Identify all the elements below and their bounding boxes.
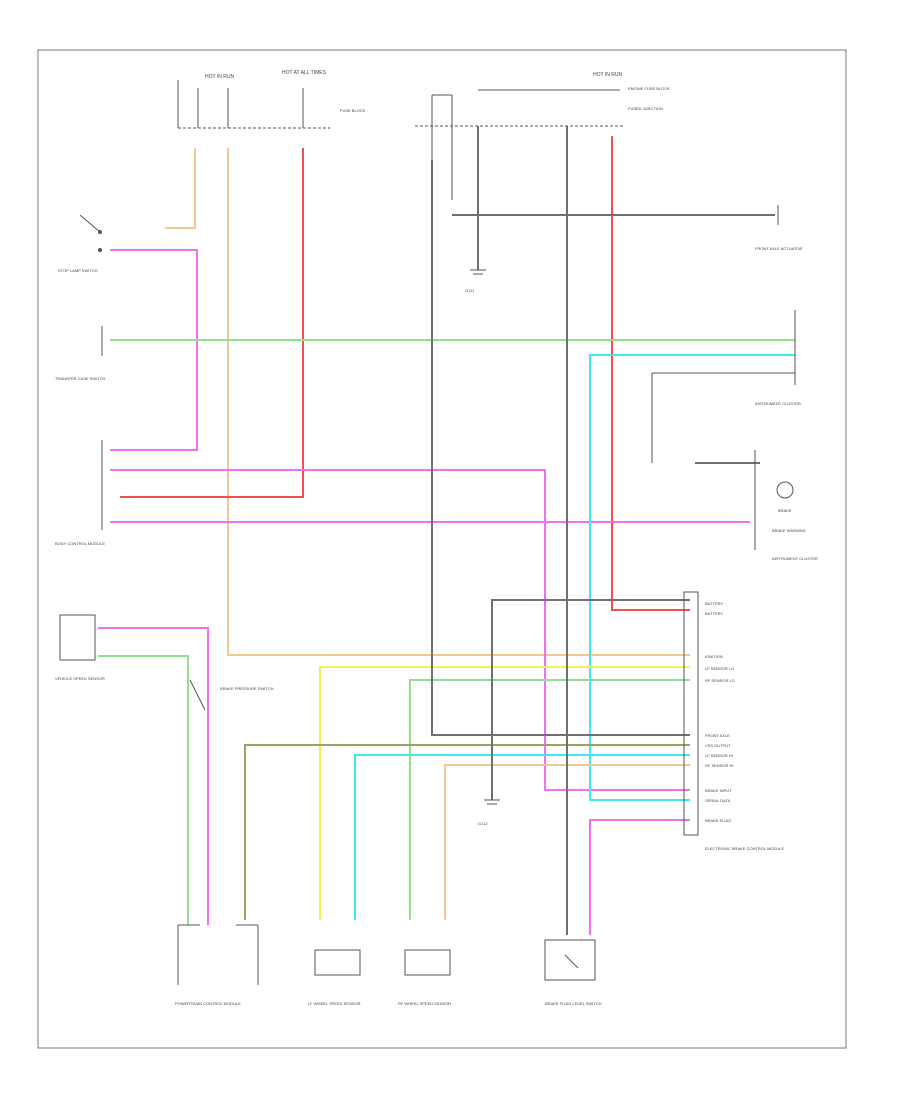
hot-at-all-times-label: HOT AT ALL TIMES [282,70,327,76]
ebcm-brake-input-label: BRAKE INPUT [705,788,732,793]
stop-lamp-switch-label: STOP LAMP SWITCH [58,268,98,273]
ebcm-lf-lo-label: LF SENSOR LO [705,666,734,671]
wire-pink-pcm-vss [98,627,209,925]
body-control-module: BODY CONTROL MODULE [55,440,105,546]
ebcm-serial-data-label: SERIAL DATA [705,798,731,803]
ebcm-batt2-label: BATTERY [705,611,723,616]
wire-green-vss [98,655,189,925]
ground-center-label: G111 [465,288,475,293]
ebcm-rf-lo-label: RF SENSOR LO [705,678,735,683]
hot-in-run-label: HOT IN RUN [205,74,234,80]
vehicle-speed-sensor: VEHICLE SPEED SENSOR [55,614,105,681]
front-axle-actuator: FRONT AXLE ACTUATOR [755,205,802,251]
powertrain-control-module-label: POWERTRAIN CONTROL MODULE [175,1001,241,1006]
wire-pink-ebcm-fluid [589,819,690,935]
diagram-frame [37,49,847,1049]
ground-left-label: G112 [478,821,488,826]
body-control-module-label: BODY CONTROL MODULE [55,541,105,546]
ebcm-front-axle-label: FRONT AXLE [705,733,730,738]
engine-fuse-block-label: ENGINE FUSE BLOCK [628,86,670,91]
electronic-brake-control-module: BATTERY BATTERY IGNITION LF SENSOR LO RF… [683,591,785,851]
instrument-cluster-upper: INSTRUMENT CLUSTER [755,310,801,406]
wire-pink-stop [110,249,198,451]
stop-lamp-switch: STOP LAMP SWITCH [58,214,102,273]
wire-cyan-lf-hi [354,754,690,920]
brake-lamp-label: BRAKE [778,508,792,513]
wire-yellow-lf-lo [319,666,690,920]
fuse-block-left: HOT IN RUN HOT AT ALL TIMES FUSE BLOCK [177,70,366,129]
powertrain-control-module: POWERTRAIN CONTROL MODULE [175,924,259,1006]
wire-pink-brake-input [110,469,690,791]
wire-cluster-loop [651,372,795,463]
transfer-case-switch-label: TRANSFER CASE SWITCH [55,376,106,381]
wire-red-batt-right [611,136,690,611]
ebcm-rf-hi-label: RF SENSOR HI [705,763,733,768]
wire-tan-rf-hi [444,764,690,920]
wire-olive-vss-out [244,744,690,920]
fuse-block-right: HOT IN RUN ENGINE FUSE BLOCK FUSED JUNCT… [415,72,670,200]
ground-left: G112 [478,799,500,826]
wire-green-rf-lo [409,679,690,920]
ebcm-lf-hi-label: LF SENSOR HI [705,753,733,758]
brake-warning-lamp [776,481,794,499]
ebcm-vss-label: VSS OUTPUT [705,743,731,748]
brake-fluid-level-switch-label: BRAKE FLUID LEVEL SWITCH [545,1001,602,1006]
wire-orange-stoplamp [165,148,196,229]
ebcm-batt-label: BATTERY [705,601,723,606]
brake-warning-label: BRAKE WARNING [772,528,806,533]
instrument-cluster: BRAKE BRAKE WARNING INSTRUMENT CLUSTER [754,450,818,561]
instrument-cluster-upper-label: INSTRUMENT CLUSTER [755,401,801,406]
fuse-block-top-label: FUSE BLOCK [340,108,366,113]
rf-wheel-speed-sensor-label: RF WHEEL SPEED SENSOR [398,1001,451,1006]
instrument-cluster-label: INSTRUMENT CLUSTER [772,556,818,561]
hot-in-run-right-label: HOT IN RUN [593,72,622,78]
vehicle-speed-sensor-label: VEHICLE SPEED SENSOR [55,676,105,681]
ebcm-brake-fluid-label: BRAKE FLUID [705,818,731,823]
rf-wheel-speed-sensor: RF WHEEL SPEED SENSOR [398,949,451,1006]
ebcm-label: ELECTRONIC BRAKE CONTROL MODULE [705,846,785,851]
transfer-case-switch: TRANSFER CASE SWITCH [55,326,106,381]
brake-pressure-switch: BRAKE PRESSURE SWITCH [189,679,274,711]
wire-gray-front-axle [431,160,690,736]
lf-wheel-speed-sensor: LF WHEEL SPEED SENSOR [308,949,361,1006]
brake-fluid-level-switch: BRAKE FLUID LEVEL SWITCH [544,939,602,1006]
ground-center: G111 [465,269,486,293]
wire-cyan-serial [589,354,795,801]
brake-pressure-switch-label: BRAKE PRESSURE SWITCH [220,686,274,691]
wire-red-batt-left [120,148,304,498]
fused-junction-label: FUSED JUNCTION [628,106,663,111]
wire-gray-ground-ebcm [491,599,690,800]
ebcm-ignition-label: IGNITION [705,654,723,659]
wire-orange-ignition [227,148,690,656]
lf-wheel-speed-sensor-label: LF WHEEL SPEED SENSOR [308,1001,361,1006]
front-axle-actuator-label: FRONT AXLE ACTUATOR [755,246,802,251]
